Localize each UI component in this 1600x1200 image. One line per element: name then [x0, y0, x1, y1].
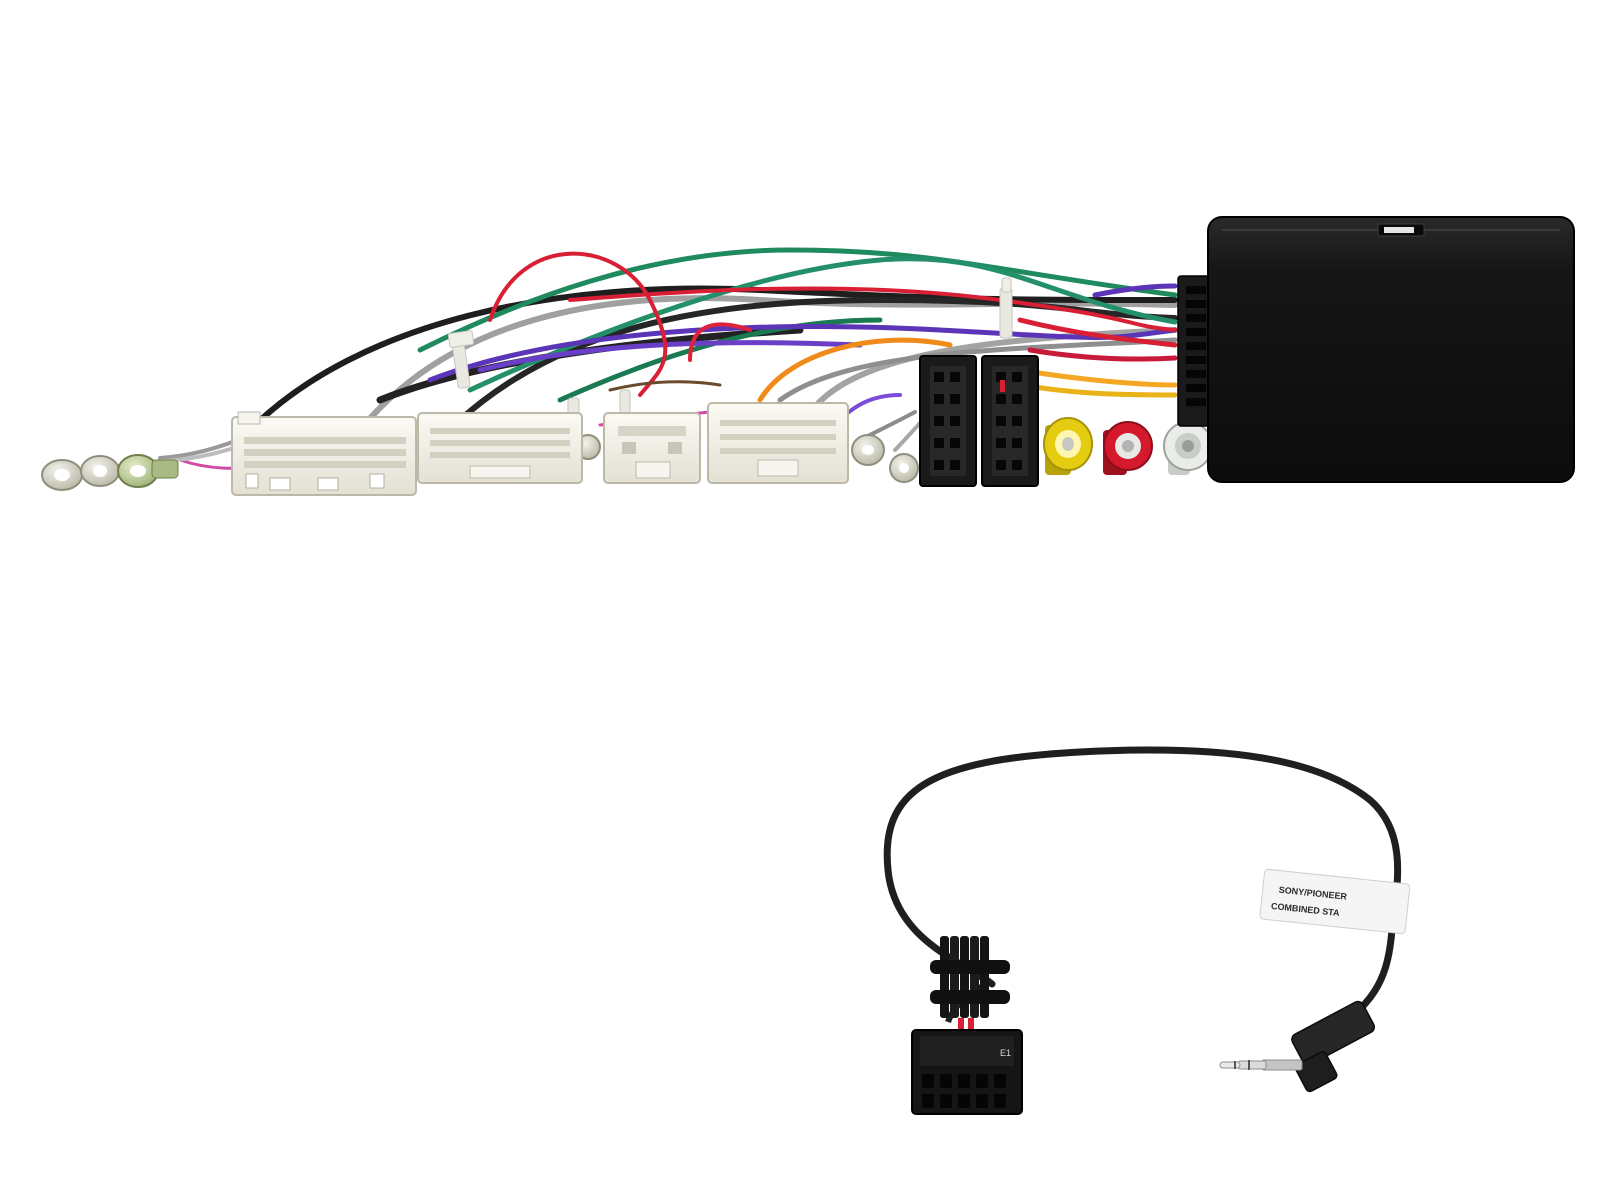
rca-plug-red [1103, 421, 1153, 475]
wiring-harness [41, 216, 1575, 496]
rca-plug-white [1163, 421, 1213, 475]
rca-plug-yellow [1043, 417, 1093, 475]
jack-plug [1219, 1000, 1376, 1093]
vehicle-connector-large [231, 411, 417, 496]
molex-stamp: E1 [1000, 1048, 1011, 1058]
interface-box [1177, 216, 1575, 483]
vehicle-connector-small-b [707, 402, 849, 484]
crimp-terminals [41, 434, 919, 491]
vehicle-connector-medium [417, 412, 583, 484]
iso-connector-power [919, 355, 977, 487]
molex-connector: E1 [911, 936, 1023, 1115]
patch-lead: SONY/PIONEER COMBINED STA [883, 746, 1411, 1115]
iso-connector-speaker [981, 355, 1039, 487]
harness-label-tag: SONY/PIONEER COMBINED STA [1259, 868, 1411, 935]
vehicle-connector-small-a [603, 412, 701, 484]
